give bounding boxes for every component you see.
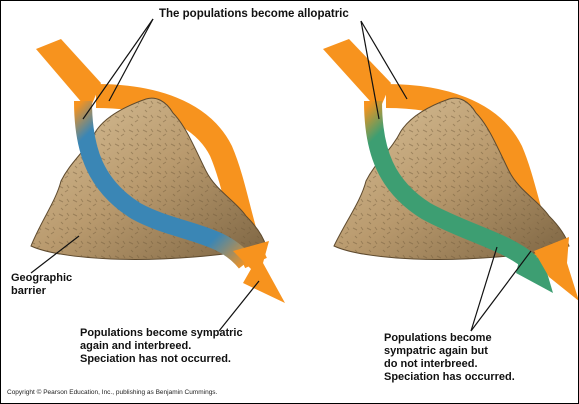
pointer-line-left-caption [219, 281, 259, 331]
geographic-barrier-label: Geographic barrier [11, 272, 72, 298]
left-caption: Populations become sympatric again and i… [80, 327, 243, 366]
diagram-title: The populations become allopatric [159, 8, 349, 21]
copyright-notice: Copyright © Pearson Education, Inc., pub… [7, 389, 217, 396]
right-scenario [323, 21, 578, 331]
orange-population-start-left [36, 39, 101, 111]
right-caption: Populations become sympatric again but d… [384, 332, 515, 384]
merged-population-arrow-left [233, 241, 285, 303]
pointer-line-right-caption-orange [471, 251, 531, 331]
orange-population-start-right [323, 39, 391, 111]
pointer-line-right-caption-green [471, 247, 497, 331]
